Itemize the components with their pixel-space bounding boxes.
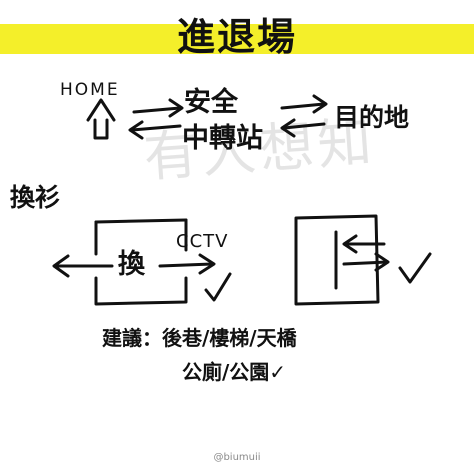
title-banner xyxy=(0,24,474,54)
change-clothes-label: 換衫 xyxy=(10,183,61,212)
right-box-right-arrow-icon xyxy=(342,252,390,272)
advice-line-2: 公廁/公園✓ xyxy=(182,360,287,384)
from-transfer-arrow-icon xyxy=(128,120,182,140)
change-room-box xyxy=(94,218,188,306)
from-destination-arrow-icon xyxy=(280,118,326,138)
right-checkmark-icon xyxy=(398,252,432,284)
home-label: HOME xyxy=(60,80,120,100)
exit-right-arrow-icon xyxy=(158,253,216,275)
change-box-label: 換 xyxy=(118,249,145,280)
cctv-label: CCTV xyxy=(176,231,229,252)
to-transfer-arrow-icon xyxy=(132,98,184,118)
author-credit: @biumuii xyxy=(213,452,261,463)
destination-label: 目的地 xyxy=(334,103,410,132)
page-title: 進退場 xyxy=(176,14,297,59)
transfer-station-label: 中轉站 xyxy=(182,123,263,154)
to-destination-arrow-icon xyxy=(280,94,328,114)
exit-left-arrow-icon xyxy=(52,254,114,278)
home-up-arrow-icon xyxy=(86,98,116,140)
safe-label: 安全 xyxy=(184,87,238,118)
left-checkmark-icon xyxy=(204,272,232,302)
right-box-left-arrow-icon xyxy=(342,234,386,254)
right-room-box xyxy=(294,214,380,306)
advice-line-1: 建議：後巷/樓梯/天橋 xyxy=(102,326,297,350)
